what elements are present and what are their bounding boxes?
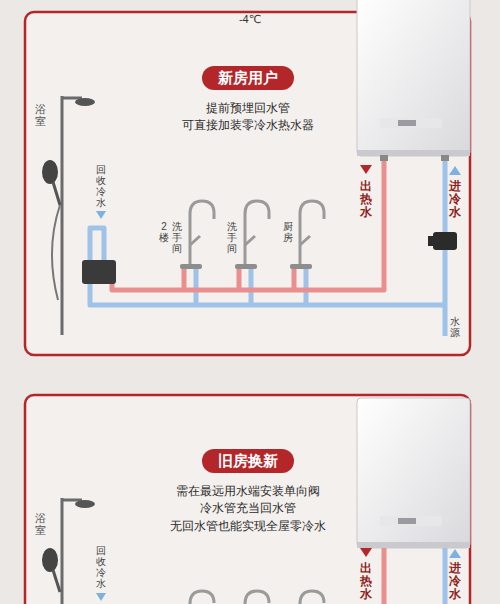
pump-valve bbox=[428, 236, 434, 246]
panel-subtitle: 需在最远用水端安装单向阀 冷水管充当回水管 无回水管也能实现全屋零冷水 bbox=[159, 483, 337, 535]
pipe-label: 回收冷水 bbox=[96, 164, 106, 208]
flow-arrow bbox=[96, 593, 106, 601]
room-label: 厨房 bbox=[283, 221, 293, 243]
flow-arrow bbox=[360, 548, 372, 557]
flow-label: 出热水 bbox=[360, 562, 372, 602]
panel-subtitle: 提前预埋回水管 可直接加装零冷水热水器 bbox=[168, 100, 328, 135]
water-heater bbox=[357, 0, 470, 161]
flow-arrow bbox=[360, 165, 372, 174]
flow-arrow bbox=[96, 211, 106, 219]
room-label: 浴室 bbox=[35, 103, 46, 127]
water-heater bbox=[357, 398, 470, 548]
room-label: 浴室 bbox=[35, 512, 46, 536]
info-panel: 提前预埋回水管 可直接加装零冷水热水器 新房用户 bbox=[25, 12, 470, 355]
temperature-readout: -4℃ bbox=[239, 13, 261, 26]
flow-arrow bbox=[449, 166, 461, 175]
hot-pipe bbox=[112, 158, 384, 290]
room-label: 洗手间 bbox=[172, 221, 182, 254]
pill-title: 旧房换新 bbox=[218, 452, 278, 470]
info-panel: 需在最远用水端安装单向阀 冷水管充当回水管 无回水管也能实现全屋零冷水 旧房换新 bbox=[25, 395, 470, 604]
pipe-label: 回收冷水 bbox=[96, 545, 106, 589]
cold-pipe bbox=[90, 158, 445, 336]
shower-symbol bbox=[42, 96, 116, 335]
title-pill: 新房用户 bbox=[202, 66, 294, 90]
faucet-symbol bbox=[190, 201, 324, 265]
flow-label: 进冷水 bbox=[449, 180, 461, 220]
faucet-symbol bbox=[190, 591, 324, 604]
flow-label: 进冷水 bbox=[449, 562, 461, 602]
pill-title: 新房用户 bbox=[218, 69, 278, 87]
faucet-base bbox=[180, 264, 312, 269]
source-label: 水源 bbox=[450, 316, 460, 338]
panel-ground bbox=[25, 395, 470, 604]
room-label: 洗手间 bbox=[227, 221, 237, 254]
pump-valve bbox=[433, 232, 457, 250]
flow-arrow bbox=[449, 549, 461, 558]
flow-label: 出热水 bbox=[360, 180, 372, 220]
floor-label: 2楼 bbox=[159, 221, 169, 243]
shower-symbol bbox=[42, 498, 95, 604]
hot-pipe bbox=[382, 548, 387, 604]
title-pill: 旧房换新 bbox=[202, 449, 294, 473]
cold-pipe bbox=[443, 548, 448, 604]
